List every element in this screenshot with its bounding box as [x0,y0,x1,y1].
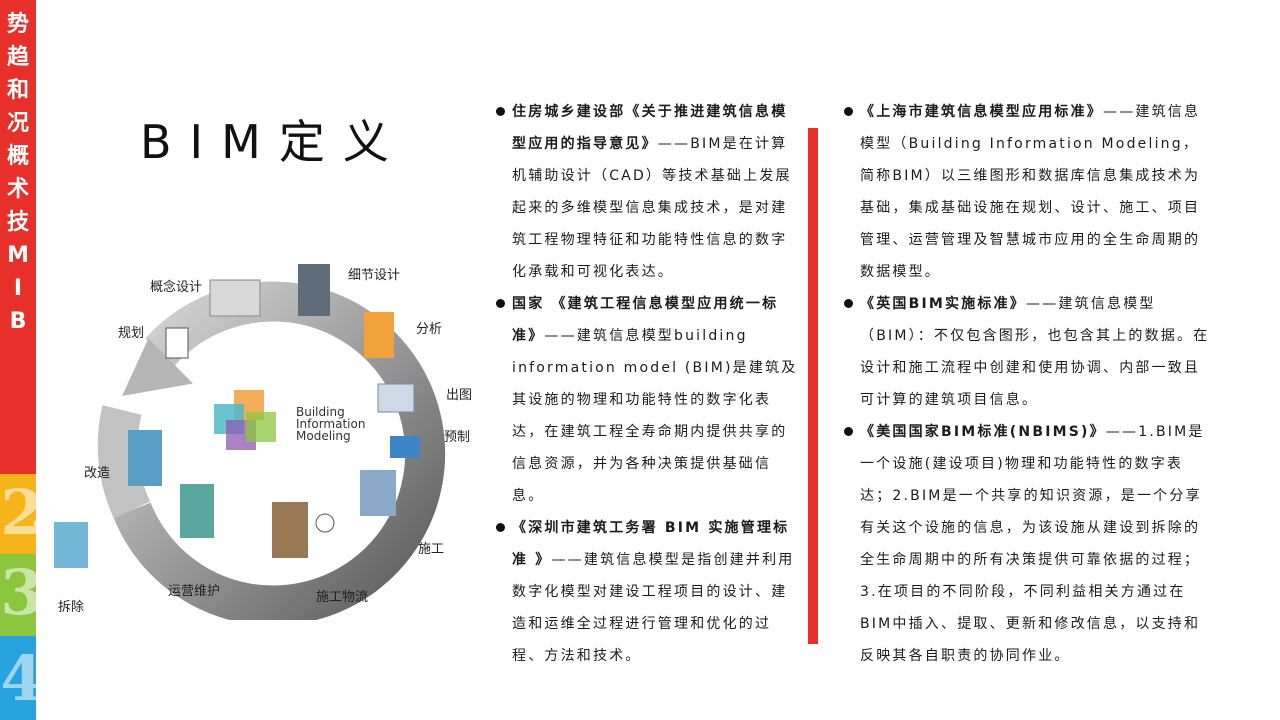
side-title: 势 趋 和 况 概 术 技 M I B [0,14,36,344]
side-number-3: 3 [0,556,44,629]
label-construction: 施工 [418,542,445,557]
label-renovation: 改造 [84,466,111,481]
definition-source: 住房城乡建设部《关于推进建筑信息模型应用的指导意见》 [512,104,788,152]
definition-item: 《美国国家BIM标准(NBIMS)》——1.BIM是一个设施(建设项目)物理和功… [842,416,1214,672]
definition-item: 《英国BIM实施标准》——建筑信息模型（BIM）：不仅包含图形，也包含其上的数据… [842,288,1214,416]
definition-source: 国家 《建筑工程信息模型应用统一标准》 [512,296,779,344]
side-number-4: 4 [0,642,44,715]
side-title-char: 势 [6,12,29,37]
definition-item: 《上海市建筑信息模型应用标准》——建筑信息模型（Building Informa… [842,96,1214,288]
definition-source: 《上海市建筑信息模型应用标准》 [860,104,1103,120]
bim-lifecycle-diagram: Building Information Modeling 概念设计 细节设计 … [40,240,480,626]
bim-logo-line: Modeling [296,429,351,443]
definition-text: ——BIM是在计算机辅助设计（CAD）等技术基础上发展起来的多维模型信息集成技术… [512,136,792,280]
lifecycle-ring-graphic [54,264,446,626]
side-title-char: 术 [6,177,29,202]
side-band-yellow [0,474,36,554]
label-concept-design: 概念设计 [150,280,203,295]
label-operation: 运营维护 [168,584,221,599]
label-analysis: 分析 [416,322,443,337]
definition-text: ——1.BIM是一个设施(建设项目)物理和功能特性的数字表达；2.BIM是一个共… [860,424,1205,664]
side-title-char: 和 [6,78,29,103]
side-band-green [0,554,36,636]
definitions-column-2: 《上海市建筑信息模型应用标准》——建筑信息模型（Building Informa… [842,96,1214,672]
side-number-2: 2 [0,476,44,549]
page-title: BIM定义 [140,115,407,169]
label-drawing: 出图 [446,388,473,403]
bim-logo-line: Information [296,417,366,431]
bim-logo-text: Building Information Modeling [296,406,365,442]
label-demolition: 拆除 [58,600,85,615]
side-band: 势 趋 和 况 概 术 技 M I B 2 3 4 [0,0,44,720]
definition-text: ——建筑信息模型building information model (BIM)… [512,328,798,504]
side-title-char: B [9,309,27,334]
definition-source: 《深圳市建筑工务署 BIM 实施管理标准 》 [512,520,790,568]
definition-source: 《美国国家BIM标准(NBIMS)》 [860,424,1106,440]
column-divider [808,128,818,644]
definition-item: 住房城乡建设部《关于推进建筑信息模型应用的指导意见》——BIM是在计算机辅助设计… [494,96,798,288]
label-logistics: 施工物流 [316,590,369,605]
side-title-char: I [13,276,23,301]
side-title-char: 趋 [6,45,29,70]
side-title-char: 技 [6,210,29,235]
label-prefab: 预制 [444,430,471,445]
side-band-blue [0,636,36,720]
definition-text: ——建筑信息模型（BIM）：不仅包含图形，也包含其上的数据。在设计和施工流程中创… [860,296,1210,408]
side-title-char: 概 [6,144,29,169]
building-models [54,264,420,568]
definition-item: 《深圳市建筑工务署 BIM 实施管理标准 》——建筑信息模型是指创建并利用数字化… [494,512,798,672]
definition-source: 《英国BIM实施标准》 [860,296,1027,312]
definition-text: ——建筑信息模型（Building Information Modeling，简… [860,104,1201,280]
definitions-column-1: 住房城乡建设部《关于推进建筑信息模型应用的指导意见》——BIM是在计算机辅助设计… [494,96,798,672]
definition-text: ——建筑信息模型是指创建并利用数字化模型对建设工程项目的设计、建造和运维全过程进… [512,552,795,664]
definition-item: 国家 《建筑工程信息模型应用统一标准》——建筑信息模型building info… [494,288,798,512]
bim-logo [214,390,276,450]
side-title-char: 况 [6,111,29,136]
bim-logo-line: Building [296,405,345,419]
side-title-char: M [7,243,29,268]
label-detail-design: 细节设计 [348,268,401,283]
side-band-red [0,0,36,474]
label-planning: 规划 [118,326,145,341]
